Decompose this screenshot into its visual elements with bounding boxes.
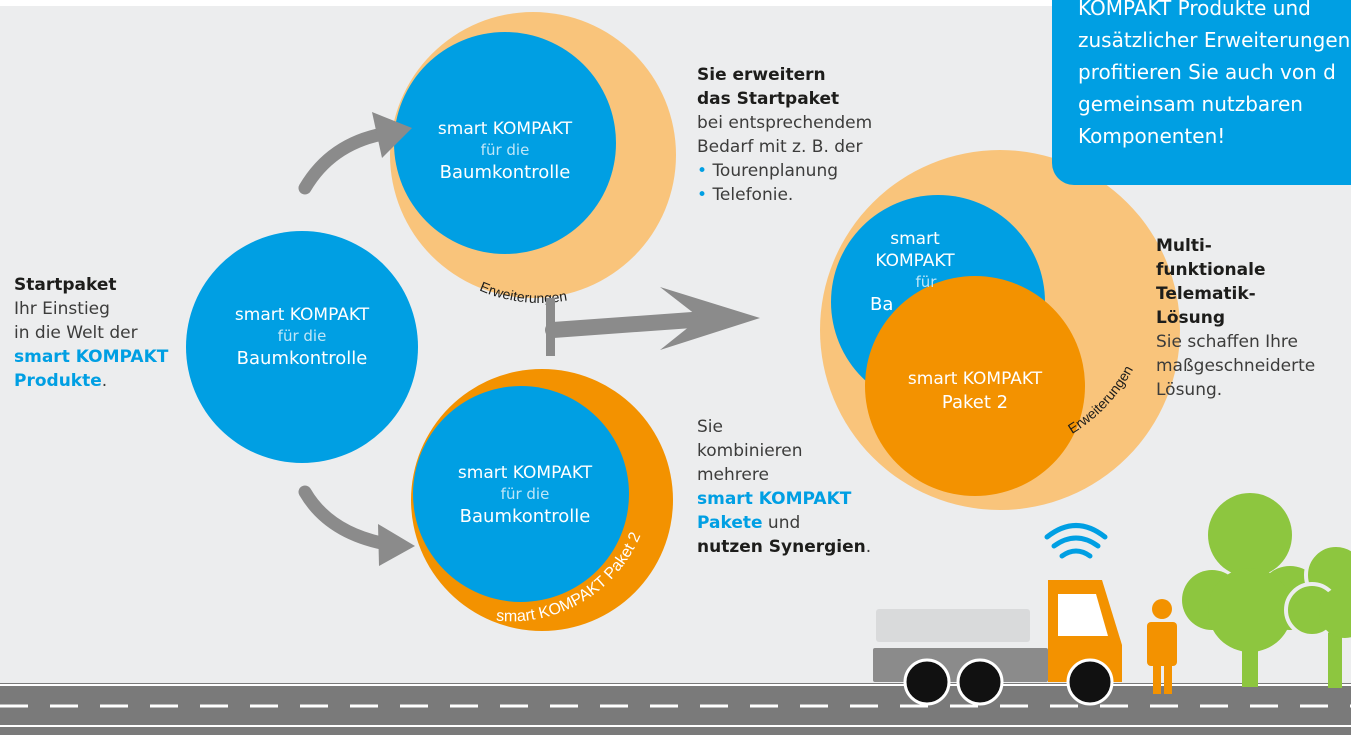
kombinieren-line: Sie (697, 417, 723, 437)
callout-line: KOMPAKT Produkte und (1078, 0, 1311, 20)
multi-line: maßgeschneiderte (1156, 356, 1316, 376)
wifi-signal-icon (1044, 523, 1108, 559)
erweitern-label: Sie erweitern das Startpaket bei entspre… (697, 63, 907, 207)
multi-heading: Telematik- (1156, 284, 1256, 304)
kombinieren-bold-line: nutzen Synergien. (697, 537, 872, 557)
startpaket-label: Startpaket Ihr Einstieg in die Welt der … (14, 273, 184, 393)
multi-heading: funktionale (1156, 260, 1266, 280)
circle-right-orange-text: smart KOMPAKT Paket 2 (895, 368, 1055, 416)
startpaket-link-line: Produkte. (14, 371, 108, 391)
kombinieren-line: kombinieren (697, 441, 803, 461)
kombinieren-link: smart KOMPAKT (697, 489, 852, 509)
circle-center-text: smart KOMPAKT für die Baumkontrolle (222, 304, 382, 372)
circle-top-title: smart KOMPAKT (437, 119, 573, 139)
circle-bottom-title: smart KOMPAKT (457, 463, 593, 483)
circle-right-blue-sub: für (915, 273, 937, 291)
circle-center-sub: für die (277, 327, 327, 345)
multi-line: Lösung. (1156, 380, 1223, 400)
circle-center-title: smart KOMPAKT (234, 305, 370, 325)
startpaket-link: smart KOMPAKT (14, 347, 169, 367)
arrow-down-icon (298, 485, 415, 566)
circle-top-blue (394, 32, 616, 254)
startpaket-line: Ihr Einstieg (14, 299, 110, 319)
circle-right-blue-title-1: smart (890, 229, 940, 249)
road (0, 683, 1351, 735)
erweitern-line: Bedarf mit z. B. der (697, 137, 863, 157)
erweitern-bullet: • Telefonie. (697, 185, 794, 205)
circle-right-blue-text: smart KOMPAKT für Ba (870, 228, 960, 318)
circle-bottom-text: smart KOMPAKT für die Baumkontrolle (445, 462, 605, 530)
circle-right-blue-title-2: KOMPAKT (875, 251, 955, 271)
circle-top-main: Baumkontrolle (439, 162, 571, 183)
startpaket-line: in die Welt der (14, 323, 138, 343)
multi-heading: Lösung (1156, 308, 1226, 328)
circle-bottom-blue (413, 386, 629, 602)
truck-icon (873, 580, 1122, 706)
circle-right-orange (865, 276, 1085, 496)
circle-bottom-sub: für die (500, 485, 550, 503)
person-icon (1147, 599, 1177, 694)
callout-line: zusätzlicher Erweiterungen (1078, 28, 1351, 52)
kombinieren-label: Sie kombinieren mehrere smart KOMPAKT Pa… (697, 415, 907, 559)
circle-top-text: smart KOMPAKT für die Baumkontrolle (425, 118, 585, 186)
erweitern-heading: das Startpaket (697, 89, 840, 109)
callout-line: Komponenten! (1078, 124, 1226, 148)
circle-right-blue-main: Ba (870, 294, 894, 315)
erweitern-line: bei entsprechendem (697, 113, 873, 133)
multi-heading: Multi- (1156, 236, 1212, 256)
multi-label: Multi- funktionale Telematik- Lösung Sie… (1156, 234, 1341, 402)
erweitern-bullet: • Tourenplanung (697, 161, 839, 181)
circle-top-sub: für die (480, 141, 530, 159)
circle-center (186, 231, 418, 463)
circle-bottom-main: Baumkontrolle (459, 506, 591, 527)
kombinieren-line: mehrere (697, 465, 769, 485)
tree-icon (1284, 543, 1351, 688)
multi-line: Sie schaffen Ihre (1156, 332, 1298, 352)
circle-center-main: Baumkontrolle (236, 348, 368, 369)
callout-line: profitieren Sie auch von d (1078, 60, 1336, 84)
arrow-right-icon (545, 287, 760, 356)
circle-right-orange-title: smart KOMPAKT (907, 369, 1043, 389)
callout-line: gemeinsam nutzbaren (1078, 92, 1303, 116)
erweitern-heading: Sie erweitern (697, 65, 826, 85)
info-callout: KOMPAKT Produkte und zusätzlicher Erweit… (1052, 0, 1351, 185)
circle-right-orange-main: Paket 2 (941, 392, 1009, 413)
kombinieren-link-line: Pakete und (697, 513, 801, 533)
startpaket-heading: Startpaket (14, 275, 117, 295)
arrow-up-icon (298, 112, 412, 195)
callout-text: KOMPAKT Produkte und zusätzlicher Erweit… (1078, 0, 1351, 152)
